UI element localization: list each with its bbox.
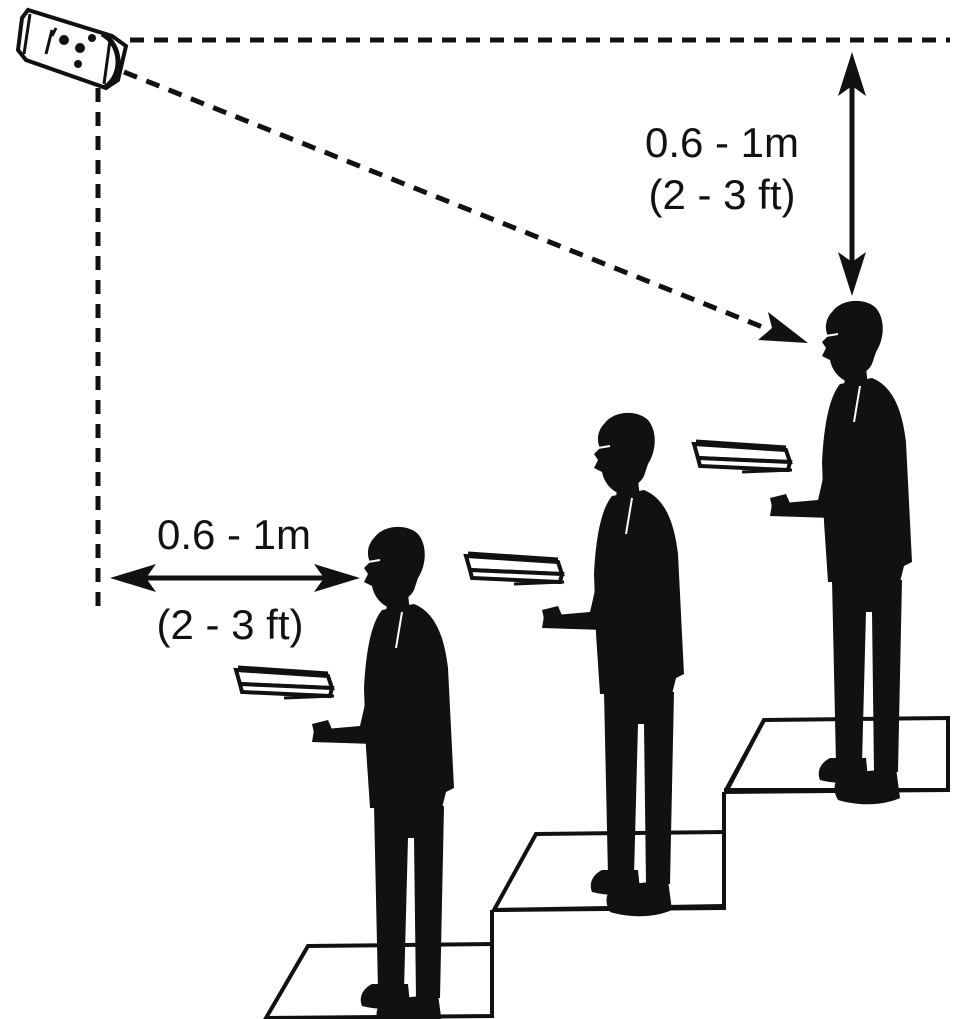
guide-lines xyxy=(95,37,950,612)
mic-aim-line xyxy=(123,69,771,333)
horizontal-dimension-imperial-label: (2 - 3 ft) xyxy=(142,604,318,646)
vertical-dimension-imperial: (2 - 3 ft) xyxy=(648,171,796,218)
folder-middle xyxy=(466,554,564,584)
vertical-dimension-arrow xyxy=(838,52,866,296)
horizontal-dimension-metric: 0.6 - 1m xyxy=(156,511,312,558)
horizontal-dimension-arrow xyxy=(110,564,360,592)
folder-front xyxy=(236,668,334,698)
aim-arrowhead xyxy=(758,312,808,343)
vertical-dimension-metric: 0.6 - 1m xyxy=(644,119,800,166)
horizontal-dimension-imperial: (2 - 3 ft) xyxy=(156,601,304,648)
microphone-icon xyxy=(15,7,129,91)
horizontal-dimension-metric-label: 0.6 - 1m xyxy=(146,514,322,556)
vertical-dimension-label: 0.6 - 1m (2 - 3 ft) xyxy=(634,122,810,216)
folder-back xyxy=(694,442,792,472)
